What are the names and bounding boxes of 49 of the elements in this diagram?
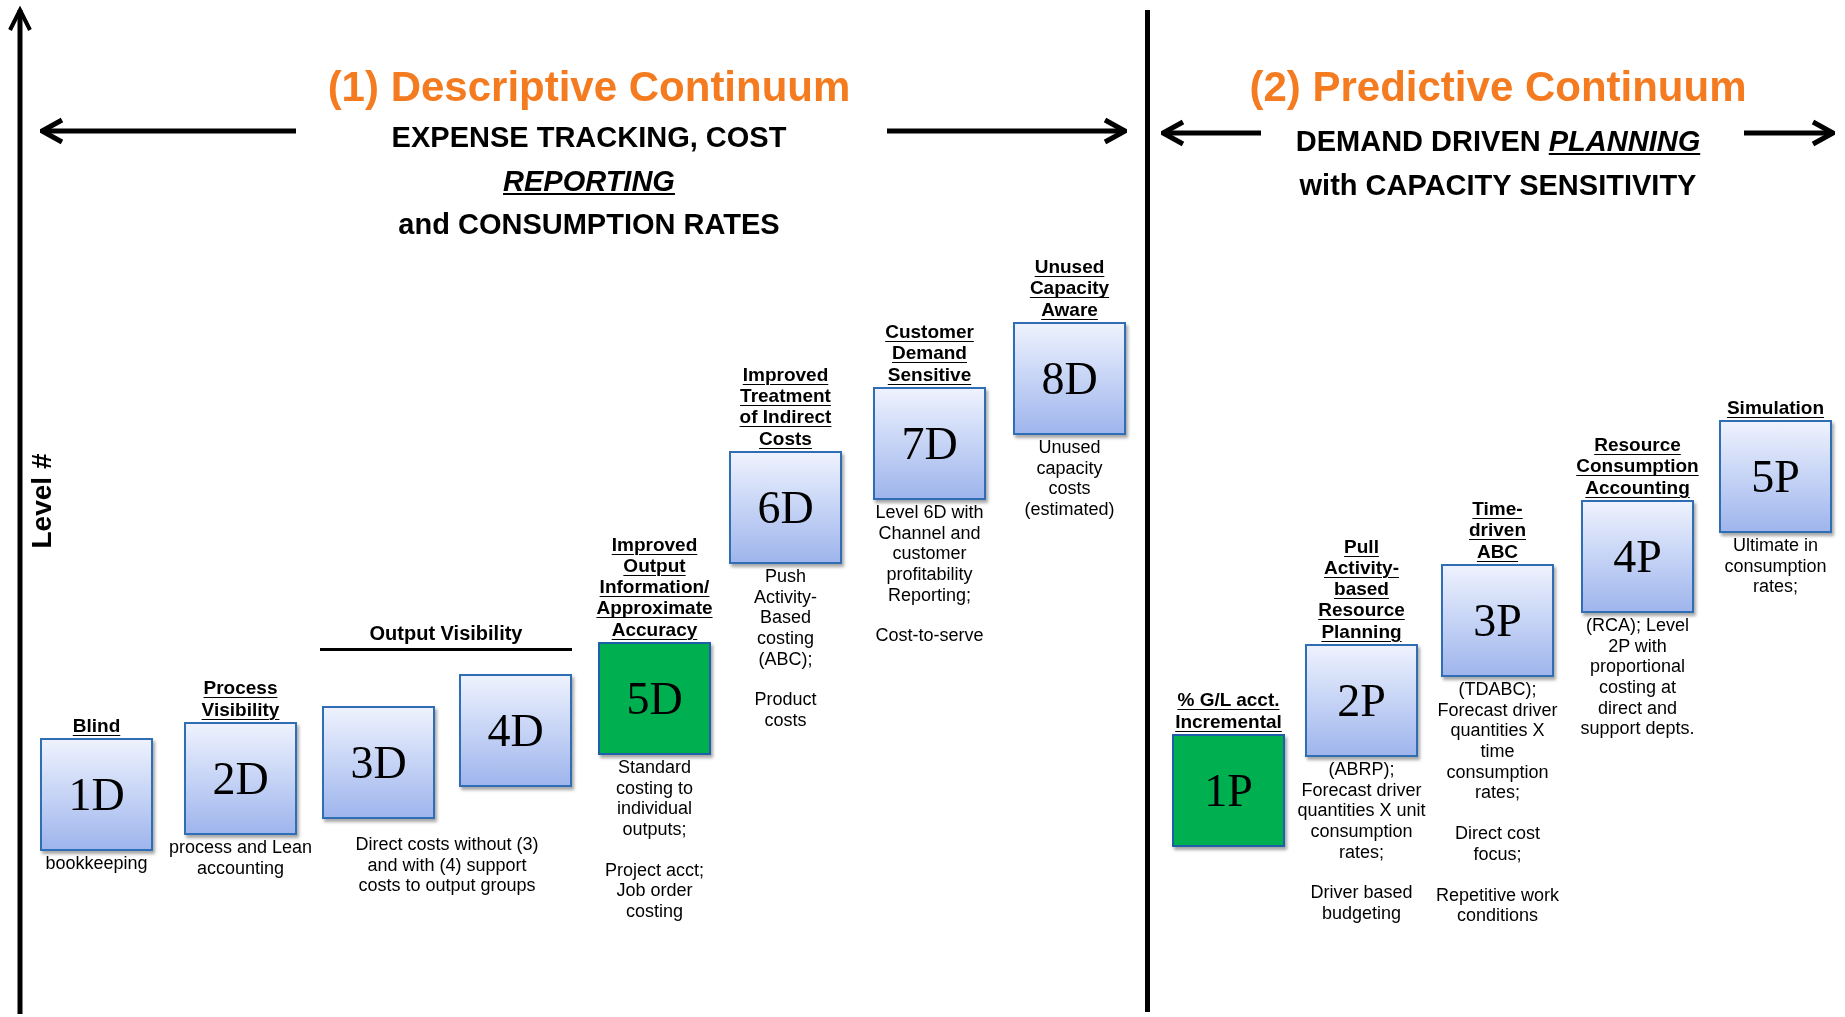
level-heading: Pull Activity-based Resource Planning (1317, 535, 1406, 642)
level-description: Product costs (753, 689, 818, 731)
section-title: (2) Predictive Continuum (1248, 66, 1748, 108)
level-code: 8D (1041, 355, 1098, 402)
level-code: 4P (1613, 533, 1662, 580)
level-code: 2D (212, 755, 269, 802)
level-description: Cost-to-serve (875, 625, 984, 647)
level-code: 5D (626, 675, 683, 722)
level-heading: Improved Output Information/ Approximate Accuracy (595, 533, 714, 640)
group-heading: Output Visibility (368, 621, 524, 646)
level-description: Unused capacity costs (estimated) (1023, 437, 1116, 520)
level-code: 6D (757, 484, 814, 531)
level-description: Level 6D with Channel and customer profitability Reporting; (874, 502, 985, 606)
level-description: (RCA); Level 2P with proportional costing at direct and support depts. (1579, 615, 1696, 740)
level-heading: Resource Consumption Accounting (1575, 434, 1700, 498)
level-code: 3D (350, 739, 407, 786)
level-heading: Simulation (1726, 396, 1825, 418)
level-description: Project acct; Job order costing (603, 859, 705, 922)
level-description: Standard costing to individual outputs; (614, 757, 694, 840)
section-subtitle: EXPENSE TRACKING, COST REPORTING and CONSUMPTION RATES (390, 120, 788, 242)
level-description: process and Lean accounting (167, 837, 314, 879)
level-code: 7D (901, 420, 958, 467)
level-description: bookkeeping (45, 853, 148, 874)
level-heading: Time-driven ABC (1468, 498, 1527, 562)
section-subtitle: DEMAND DRIVEN PLANNING with CAPACITY SENSITIVITY (1294, 124, 1702, 203)
level-description: (ABRP); Forecast driver quantities X unit consumption rates; (1296, 759, 1427, 863)
level-heading: Blind (72, 714, 121, 736)
level-description: Push Activity-Based costing (ABC); (753, 566, 818, 670)
level-description: Driver based budgeting (1309, 882, 1414, 924)
axis-label: Level # (25, 452, 58, 551)
level-code: 2P (1337, 677, 1386, 724)
level-code: 1D (68, 771, 125, 818)
level-description: Ultimate in consumption rates; (1723, 535, 1828, 598)
level-heading: Improved Treatment of Indirect Costs (738, 363, 833, 449)
section-title: (1) Descriptive Continuum (326, 66, 852, 108)
level-description: Direct cost focus; (1454, 823, 1541, 865)
level-heading: Customer Demand Sensitive (884, 321, 975, 385)
level-description: Repetitive work conditions (1434, 884, 1560, 926)
level-box (459, 674, 572, 787)
level-box (322, 706, 435, 819)
level-code: 1P (1204, 767, 1253, 814)
level-code: 3P (1473, 597, 1522, 644)
group-description: Direct costs without (3) and with (4) support costs to output groups (354, 834, 540, 897)
level-code: 4D (487, 707, 544, 754)
level-code: 5P (1751, 453, 1800, 500)
level-description: (TDABC); Forecast driver quantities X time consumption rates; (1436, 679, 1559, 804)
level-heading: Unused Capacity Aware (1028, 256, 1111, 320)
level-heading: % G/L acct. Incremental (1174, 689, 1283, 732)
level-heading: Process Visibility (200, 677, 281, 720)
